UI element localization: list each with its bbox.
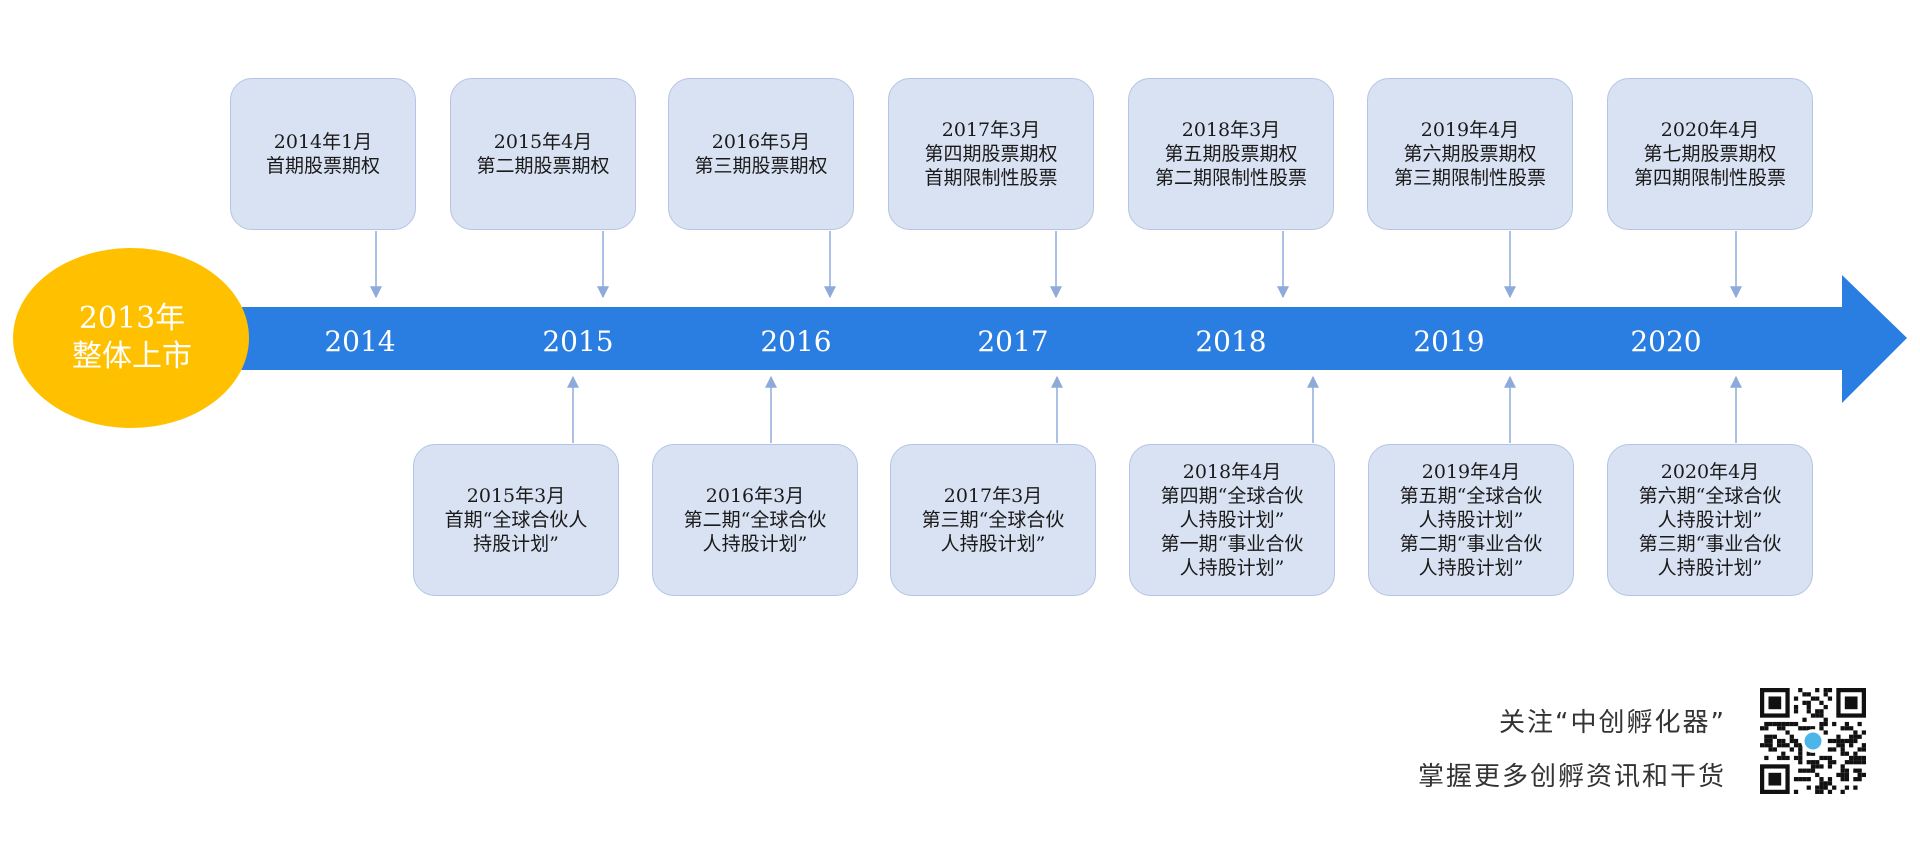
event-text-line: 2019年4月: [1421, 461, 1521, 483]
event-text-line: 第三期“全球合伙: [921, 509, 1065, 531]
event-text-line: 第五期股票期权: [1164, 143, 1298, 165]
event-text-line: 第六期股票期权: [1403, 143, 1537, 165]
qr-code-icon: [1760, 688, 1866, 794]
event-text-line: 2018年3月: [1181, 119, 1281, 141]
top-event-box-1: 2014年1月首期股票期权: [230, 78, 416, 230]
bottom-event-box-6: 2020年4月第六期“全球合伙人持股计划”第三期“事业合伙人持股计划”: [1607, 444, 1813, 596]
event-text-line: 人持股计划”: [1418, 509, 1524, 531]
start-ellipse: [13, 248, 249, 428]
event-text-line: 2018年4月: [1182, 461, 1282, 483]
event-text-line: 2017年3月: [941, 119, 1041, 141]
event-text-line: 第二期限制性股票: [1154, 167, 1307, 189]
event-text-line: 2016年5月: [711, 131, 811, 153]
start-year: 2013年: [78, 301, 186, 336]
year-label-2018: 2018: [1195, 325, 1267, 358]
event-text-line: 第三期“事业合伙: [1638, 533, 1782, 555]
event-text-line: 第三期限制性股票: [1393, 167, 1546, 189]
top-event-box-4: 2017年3月第四期股票期权首期限制性股票: [888, 78, 1094, 230]
event-text-line: 人持股计划”: [1657, 557, 1763, 579]
year-label-2020: 2020: [1630, 325, 1702, 358]
event-text-line: 第四期“全球合伙: [1160, 485, 1304, 507]
top-event-box-6: 2019年4月第六期股票期权第三期限制性股票: [1367, 78, 1573, 230]
start-label: 2013年 整体上市: [14, 300, 250, 376]
event-text-line: 人持股计划”: [1179, 509, 1285, 531]
event-text-line: 人持股计划”: [702, 533, 808, 555]
event-text-line: 人持股计划”: [1418, 557, 1524, 579]
event-text-line: 第五期“全球合伙: [1399, 485, 1543, 507]
event-text-line: 第二期“全球合伙: [683, 509, 827, 531]
event-text-line: 2015年4月: [493, 131, 593, 153]
event-text-line: 第三期股票期权: [694, 155, 828, 177]
event-text-line: 第二期“事业合伙: [1399, 533, 1543, 555]
top-event-box-2: 2015年4月第二期股票期权: [450, 78, 636, 230]
event-text-line: 人持股计划”: [940, 533, 1046, 555]
timeline-arrow: [230, 275, 1907, 403]
year-label-2019: 2019: [1413, 325, 1485, 358]
connectors: [370, 231, 1742, 443]
event-text-line: 第四期限制性股票: [1633, 167, 1786, 189]
bottom-event-box-1: 2015年3月首期“全球合伙人持股计划”: [413, 444, 619, 596]
event-text-line: 2020年4月: [1660, 119, 1760, 141]
event-text-line: 第一期“事业合伙: [1160, 533, 1304, 555]
event-text-line: 第六期“全球合伙: [1638, 485, 1782, 507]
year-label-2015: 2015: [542, 325, 614, 358]
event-text-line: 2014年1月: [273, 131, 373, 153]
top-event-box-5: 2018年3月第五期股票期权第二期限制性股票: [1128, 78, 1334, 230]
bottom-event-box-5: 2019年4月第五期“全球合伙人持股计划”第二期“事业合伙人持股计划”: [1368, 444, 1574, 596]
year-label-2014: 2014: [324, 325, 396, 358]
start-event: 整体上市: [72, 339, 192, 374]
top-event-box-7: 2020年4月第七期股票期权第四期限制性股票: [1607, 78, 1813, 230]
footer: 关注“中创孵化器” 掌握更多创孵资讯和干货: [1418, 696, 1726, 804]
event-text-line: 首期股票期权: [265, 155, 380, 177]
year-label-2017: 2017: [977, 325, 1049, 358]
event-text-line: 2019年4月: [1420, 119, 1520, 141]
event-text-line: 第四期股票期权: [924, 143, 1058, 165]
event-text-line: 2017年3月: [943, 485, 1043, 507]
year-label-2016: 2016: [760, 325, 832, 358]
bottom-event-box-2: 2016年3月第二期“全球合伙人持股计划”: [652, 444, 858, 596]
footer-follow: 关注“中创孵化器”: [1499, 708, 1726, 738]
event-text-line: 人持股计划”: [1657, 509, 1763, 531]
footer-desc: 掌握更多创孵资讯和干货: [1417, 762, 1726, 792]
bottom-event-box-3: 2017年3月第三期“全球合伙人持股计划”: [890, 444, 1096, 596]
event-text-line: 持股计划”: [473, 533, 559, 555]
top-event-box-3: 2016年5月第三期股票期权: [668, 78, 854, 230]
event-text-line: 2016年3月: [705, 485, 805, 507]
bottom-event-box-4: 2018年4月第四期“全球合伙人持股计划”第一期“事业合伙人持股计划”: [1129, 444, 1335, 596]
event-text-line: 首期“全球合伙人: [444, 509, 588, 531]
event-text-line: 第二期股票期权: [476, 155, 610, 177]
event-text-line: 首期限制性股票: [924, 167, 1058, 189]
event-text-line: 2015年3月: [466, 485, 566, 507]
event-text-line: 人持股计划”: [1179, 557, 1285, 579]
event-text-line: 2020年4月: [1660, 461, 1760, 483]
event-text-line: 第七期股票期权: [1643, 143, 1777, 165]
